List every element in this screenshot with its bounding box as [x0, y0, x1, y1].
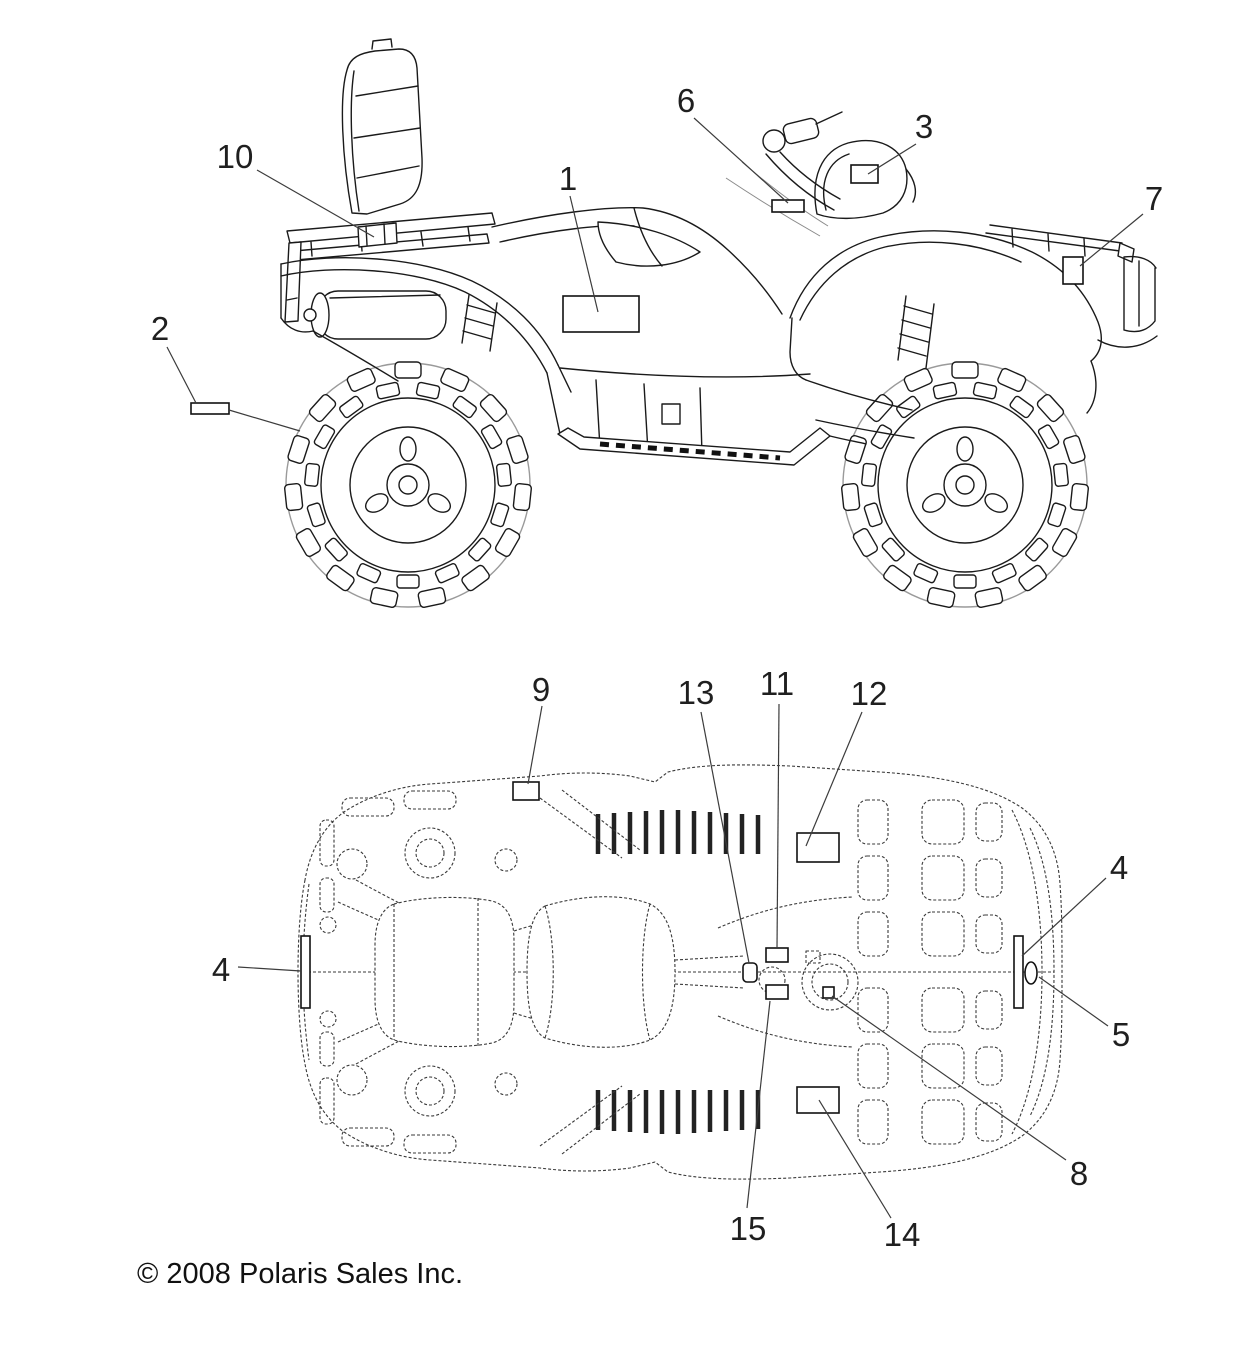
decal-2	[190, 402, 230, 415]
callout-8: 8	[831, 995, 1088, 1192]
decal-9	[512, 781, 540, 801]
right-rack-bottom	[857, 799, 1003, 1145]
callout-9-label: 9	[532, 671, 550, 708]
callout-6: 6	[677, 82, 789, 204]
seat-bottom	[526, 896, 676, 1048]
callout-5-label: 5	[1112, 1016, 1130, 1053]
backrest	[341, 38, 423, 215]
front-bumper-bottom	[1011, 809, 1055, 1135]
rear-shock	[461, 294, 498, 352]
callout-10-label: 10	[217, 138, 254, 175]
decal-7	[1062, 256, 1084, 285]
callout-14-label: 14	[884, 1216, 921, 1253]
decal-14	[796, 1086, 840, 1114]
callout-12: 12	[805, 675, 888, 847]
callout-15-label: 15	[730, 1210, 767, 1247]
decal-12	[796, 832, 840, 863]
decal-15	[765, 984, 789, 1000]
decal-11	[765, 947, 789, 963]
exhaust-fins	[539, 789, 758, 1155]
decal-6	[771, 199, 805, 213]
handlebar	[762, 111, 843, 211]
callout-1-label: 1	[559, 160, 577, 197]
callout-1: 1	[559, 160, 599, 313]
callout-3: 3	[867, 108, 933, 175]
callout-4-left-label: 4	[212, 951, 230, 988]
callout-10: 10	[217, 138, 375, 238]
callout-7: 7	[1079, 180, 1163, 267]
copyright-text: © 2008 Polaris Sales Inc.	[137, 1258, 463, 1290]
body-panels	[491, 161, 829, 455]
callout-4-left: 4	[212, 951, 302, 988]
callout-11: 11	[760, 665, 794, 949]
callout-13: 13	[678, 674, 750, 964]
front-shock-suspension	[805, 295, 935, 439]
bottom-view: 9 13 11 12 4 5 4 8	[212, 665, 1130, 1253]
callout-6-label: 6	[677, 82, 695, 119]
decal-8	[822, 986, 835, 999]
callout-14: 14	[818, 1099, 921, 1253]
side-view: 10 1 6 3 7 2	[151, 38, 1163, 644]
front-fender	[789, 230, 1103, 414]
callout-13-label: 13	[678, 674, 715, 711]
callout-8-label: 8	[1070, 1155, 1088, 1192]
callout-15: 15	[730, 1000, 771, 1247]
muffler	[303, 290, 447, 340]
callout-4-right-label: 4	[1110, 849, 1128, 886]
decal-3	[850, 164, 879, 184]
callout-2: 2	[151, 310, 301, 432]
rear-wheel	[255, 352, 556, 644]
front-grille-bumper	[1097, 255, 1158, 348]
decal-13	[742, 962, 758, 983]
callout-4-right: 4	[1021, 849, 1128, 957]
decal-4-left	[300, 935, 311, 1009]
callout-9: 9	[527, 671, 550, 785]
floorboard	[557, 427, 867, 466]
callout-12-label: 12	[851, 675, 888, 712]
callout-3-label: 3	[915, 108, 933, 145]
callout-7-label: 7	[1145, 180, 1163, 217]
seat-latch-bracket	[357, 222, 398, 248]
decal-1	[562, 295, 640, 333]
decal-4-right	[1013, 935, 1024, 1009]
callout-5: 5	[1038, 976, 1130, 1053]
decal-5	[1024, 961, 1038, 985]
callout-2-label: 2	[151, 310, 169, 347]
callout-11-label: 11	[760, 665, 794, 702]
rear-fender	[280, 257, 572, 435]
